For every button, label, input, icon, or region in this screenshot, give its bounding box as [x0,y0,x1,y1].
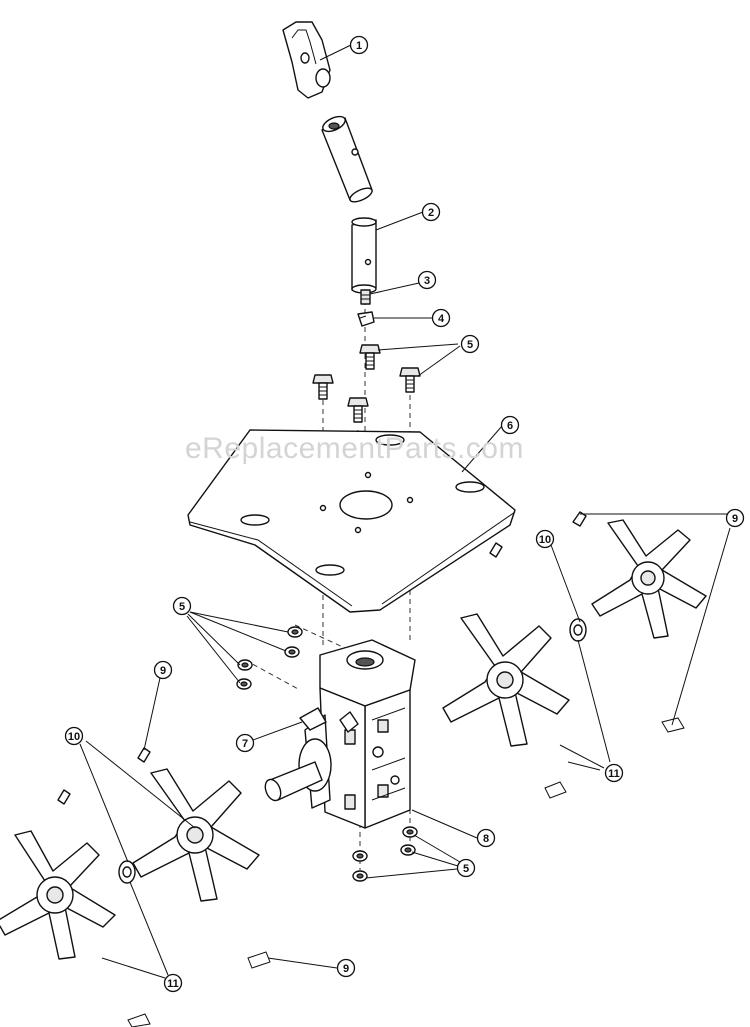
callout-2: 2 [421,202,441,222]
part-5-nuts-left [236,626,303,690]
part-11-tine-left-back [132,768,260,902]
callout-1: 1 [349,35,369,55]
part-11-tine-left-front [0,830,116,960]
svg-text:11: 11 [167,978,179,990]
svg-text:2: 2 [428,207,434,219]
part-9-pins [57,511,685,1027]
part-5-bolts [312,344,421,423]
part-2-tube [351,217,377,294]
callout-9-left: 9 [153,660,173,680]
svg-text:9: 9 [160,665,166,677]
part-6-shield-plate [187,429,516,613]
part-7-shaft [264,707,359,802]
svg-text:5: 5 [179,601,185,613]
svg-text:5: 5 [467,339,473,351]
part-8-gearbox [298,639,416,829]
part-10-washers [118,618,587,884]
leader-lines [79,44,731,979]
callout-9-bottom: 9 [336,958,356,978]
part-4-clip [357,311,375,327]
callout-7: 7 [235,733,255,753]
part-11-tine-right-front [442,613,570,747]
part-1-yoke [282,21,331,99]
svg-text:11: 11 [608,768,620,780]
callout-6: 6 [500,415,520,435]
svg-text:6: 6 [507,420,513,432]
callout-8: 8 [476,828,496,848]
svg-text:8: 8 [483,833,489,845]
svg-text:1: 1 [356,40,362,52]
callout-11-right: 11 [604,763,624,783]
svg-text:7: 7 [242,738,248,750]
callout-10-left: 10 [64,726,84,746]
callout-5-top: 5 [460,334,480,354]
svg-text:3: 3 [424,275,430,287]
part-3-bolt [360,289,371,305]
svg-text:4: 4 [438,313,445,325]
svg-text:10: 10 [539,534,551,546]
callout-10-right: 10 [535,529,555,549]
part-11-tine-right-back [591,519,707,639]
part-5-nuts-bottom [352,826,418,882]
callout-5-left: 5 [172,596,192,616]
callout-4: 4 [431,308,451,328]
callout-11-left: 11 [163,973,183,993]
part-upper-tube [321,115,373,203]
svg-text:9: 9 [343,963,349,975]
svg-text:5: 5 [463,863,469,875]
svg-text:9: 9 [732,513,738,525]
svg-text:10: 10 [68,731,80,743]
callout-9-right: 9 [725,508,745,528]
callout-3: 3 [417,270,437,290]
callout-5-bottom: 5 [456,858,476,878]
